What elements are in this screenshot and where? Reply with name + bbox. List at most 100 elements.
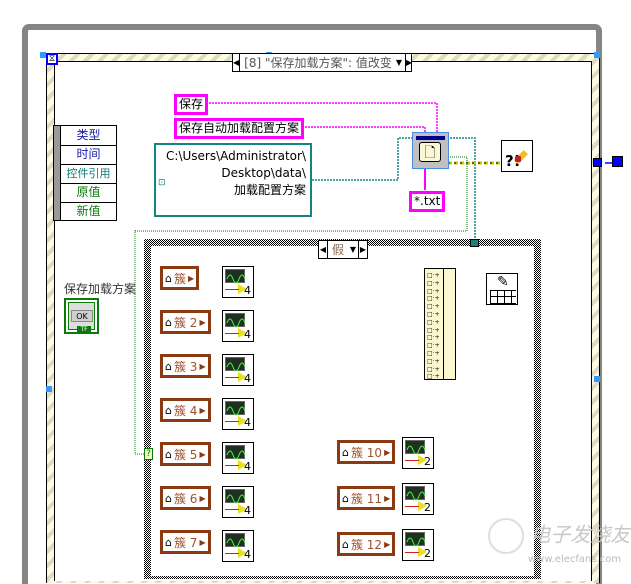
- path-line-2: Desktop\data\: [221, 166, 306, 180]
- title-string-constant[interactable]: 保存: [174, 94, 209, 115]
- build-array-input[interactable]: □·+: [427, 303, 440, 311]
- triangle-icon: [418, 501, 427, 511]
- waveform-subvi-node[interactable]: 4: [222, 530, 254, 562]
- build-array-input[interactable]: □·+: [427, 334, 440, 342]
- prompt-string-wire: [302, 126, 426, 147]
- triangle-icon: [238, 504, 247, 514]
- build-array-input[interactable]: □·+: [427, 342, 440, 350]
- shift-register-left[interactable]: [593, 158, 602, 167]
- cluster-constant[interactable]: ⌂簇 6▶: [160, 486, 211, 510]
- prompt-string-constant[interactable]: 保存自动加载配置方案: [174, 118, 305, 139]
- event-field-oldval: 原值: [61, 183, 116, 203]
- triangle-icon: [418, 455, 427, 465]
- vi-count: 2: [424, 455, 431, 468]
- path-line-3: 加载配置方案: [233, 183, 306, 197]
- waveform-subvi-node[interactable]: 2: [402, 483, 434, 515]
- build-array-input[interactable]: □·+: [427, 365, 440, 373]
- ok-button-label: OK: [71, 310, 93, 322]
- case-structure-diagram: [151, 246, 534, 576]
- prev-case-arrow-icon[interactable]: ◀: [319, 241, 328, 258]
- build-array-input[interactable]: □·+: [427, 287, 440, 295]
- cluster-constant[interactable]: ⌂簇 4▶: [160, 398, 211, 422]
- resize-handle[interactable]: [594, 52, 600, 58]
- waveform-icon: [405, 532, 426, 547]
- event-field-time: 时间: [61, 145, 116, 165]
- build-array-input[interactable]: □·+: [427, 357, 440, 365]
- home-icon: ⌂: [342, 537, 349, 551]
- cluster-constant[interactable]: ⌂簇 5▶: [160, 442, 211, 466]
- write-spreadsheet-node[interactable]: ✎: [486, 273, 518, 305]
- event-selector[interactable]: ◀ [8] "保存加载方案": 值改变 ▼ ▶: [232, 53, 412, 72]
- file-dialog-node[interactable]: 🗋: [412, 132, 449, 169]
- build-array-input[interactable]: □·+: [427, 318, 440, 326]
- triangle-icon: ▶: [384, 493, 391, 503]
- waveform-subvi-node[interactable]: 2: [402, 529, 434, 561]
- home-icon: ⌂: [165, 403, 172, 417]
- triangle-icon: ▶: [199, 361, 206, 371]
- case-selector-label: 假: [332, 243, 345, 257]
- waveform-subvi-node[interactable]: 4: [222, 486, 254, 518]
- build-array-input[interactable]: □·+: [427, 272, 440, 279]
- build-array-input[interactable]: □·+: [427, 373, 440, 381]
- waveform-subvi-node[interactable]: 2: [402, 437, 434, 469]
- home-icon: ⌂: [165, 315, 172, 329]
- dropdown-arrow-icon[interactable]: ▼: [349, 245, 356, 254]
- waveform-icon: [225, 401, 246, 416]
- file-dialog-icon: 🗋: [419, 142, 441, 162]
- waveform-subvi-node[interactable]: 4: [222, 310, 254, 342]
- waveform-subvi-node[interactable]: 4: [222, 442, 254, 474]
- cluster-constant[interactable]: ⌂簇 3▶: [160, 354, 211, 378]
- cluster-constant[interactable]: ⌂簇 7▶: [160, 530, 211, 554]
- build-array-input[interactable]: □·+: [427, 311, 440, 318]
- prev-event-arrow-icon[interactable]: ◀: [233, 54, 241, 71]
- control-label: 保存加载方案: [64, 282, 137, 296]
- build-array-input[interactable]: □·+: [427, 350, 440, 357]
- waveform-subvi-node[interactable]: 4: [222, 266, 254, 298]
- build-array-input[interactable]: □·+: [427, 295, 440, 303]
- waveform-subvi-node[interactable]: 4: [222, 398, 254, 430]
- question-icon[interactable]: ?: [144, 448, 153, 460]
- event-field-newval: 新值: [76, 204, 101, 218]
- pattern-string-constant[interactable]: *.txt: [409, 191, 446, 212]
- next-case-arrow-icon[interactable]: ▶: [358, 241, 367, 258]
- triangle-icon: [238, 416, 247, 426]
- case-selector[interactable]: ◀ 假 ▼ ▶: [318, 240, 368, 259]
- cluster-constant[interactable]: ⌂簇▶: [160, 266, 200, 290]
- resize-handle[interactable]: [46, 386, 52, 392]
- resize-handle[interactable]: [594, 376, 600, 382]
- home-icon: ⌂: [165, 271, 172, 285]
- ok-button-terminal[interactable]: OK TF: [64, 298, 99, 334]
- dropdown-arrow-icon[interactable]: ▼: [395, 58, 403, 67]
- cluster-constant[interactable]: ⌂簇 2▶: [160, 310, 211, 334]
- event-data-node[interactable]: 类型 时间 控件引用 原值 新值: [53, 125, 117, 221]
- error-handler-node[interactable]: ?!: [501, 140, 533, 172]
- hourglass-icon: ⧖: [46, 53, 58, 65]
- write-spreadsheet-icon: ✎: [497, 274, 509, 290]
- waveform-icon: [225, 445, 246, 460]
- next-event-arrow-icon[interactable]: ▶: [405, 54, 412, 71]
- default-path-constant[interactable]: C:\Users\Administrator\ Desktop\data\ 加载…: [154, 143, 312, 217]
- vi-count: 4: [244, 372, 251, 385]
- shift-register-right[interactable]: [612, 156, 623, 167]
- home-icon: ⌂: [165, 535, 172, 549]
- triangle-icon: ▶: [199, 449, 206, 459]
- cluster-constant[interactable]: ⌂簇 11▶: [337, 486, 396, 510]
- cluster-constant[interactable]: ⌂簇 10▶: [337, 440, 396, 464]
- waveform-icon: [225, 269, 246, 284]
- vi-count: 4: [244, 416, 251, 429]
- waveform-subvi-node[interactable]: 4: [222, 354, 254, 386]
- waveform-icon: [225, 533, 246, 548]
- waveform-icon: [225, 313, 246, 328]
- resize-handle[interactable]: [40, 52, 46, 58]
- event-field-ctlref: 控件引用: [61, 164, 116, 184]
- build-array-input[interactable]: □·+: [427, 279, 440, 287]
- triangle-icon: ▶: [199, 493, 206, 503]
- triangle-icon: [238, 548, 247, 558]
- triangle-icon: ▶: [199, 317, 206, 327]
- triangle-icon: [238, 372, 247, 382]
- home-icon: ⌂: [165, 447, 172, 461]
- build-array-node[interactable]: □·+□·+□·+□·+□·+□·+□·+□·+□·+□·+□·+□·+□·+□…: [424, 268, 456, 380]
- vi-count: 4: [244, 328, 251, 341]
- cluster-constant[interactable]: ⌂簇 12▶: [337, 532, 396, 556]
- build-array-input[interactable]: □·+: [427, 326, 440, 334]
